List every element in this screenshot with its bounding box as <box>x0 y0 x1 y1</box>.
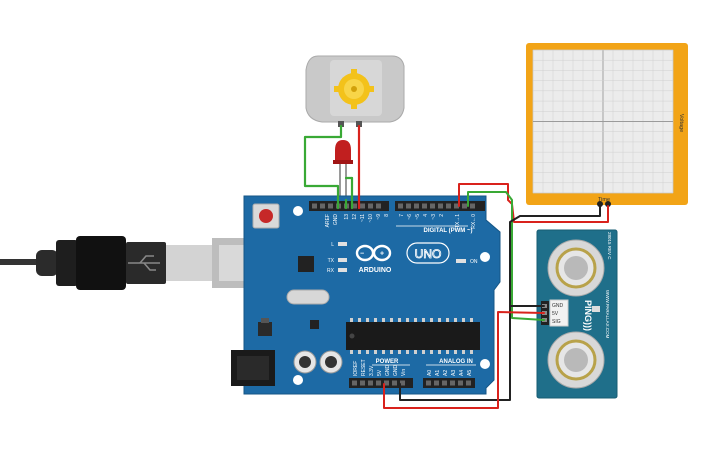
mounting-hole <box>293 375 303 385</box>
digital-pin-label-0: 13 <box>344 214 350 220</box>
ping-ultrasonic-sensor[interactable]: GND 5V SIG PING))) WWW.PARALLAX.COM 2801… <box>536 229 618 399</box>
red-led[interactable] <box>333 140 353 200</box>
digital-pin-label-3: ~10 <box>368 214 374 223</box>
sensor-pin-label-sig: SIG <box>552 319 561 325</box>
digital-pin-label-7: ~6 <box>407 214 413 220</box>
power-pin-label-4: GND <box>385 365 391 377</box>
sensor-model-code: 28015 REV C <box>607 232 612 260</box>
dc-motor[interactable] <box>305 55 405 127</box>
analog-pin-label-4: A4 <box>459 370 465 376</box>
digital-pin-label-6: 7 <box>399 214 405 217</box>
pin-label-aref: AREF <box>325 214 331 227</box>
digital-pin-label-9: 4 <box>423 214 429 217</box>
usb-cable[interactable] <box>0 236 270 290</box>
digital-pin-label-13: RX←0 <box>471 214 477 229</box>
arduino-infinity-logo-icon <box>355 244 392 262</box>
atmega-chip <box>346 322 480 350</box>
digital-header-label: DIGITAL (PWM ~) <box>424 228 473 234</box>
led-rx-indicator <box>338 268 347 272</box>
oscilloscope-y-label: Voltage <box>678 114 684 132</box>
pin-label-gnd: GND <box>333 214 339 226</box>
led-label-tx: TX <box>328 258 335 264</box>
digital-pin-label-10: ~3 <box>431 214 437 220</box>
oscilloscope[interactable]: Time Voltage <box>526 43 688 207</box>
power-header-label: POWER <box>376 359 399 365</box>
mounting-hole <box>480 359 490 369</box>
oscilloscope-x-label: Time <box>598 197 610 203</box>
wire-pin1-sensor-sig-green[interactable] <box>467 191 545 321</box>
wires <box>303 124 609 409</box>
oscilloscope-grid <box>532 49 674 194</box>
analog-pin-label-3: A3 <box>451 370 457 376</box>
led-l-indicator <box>338 242 347 246</box>
digital-pin-label-8: ~5 <box>415 214 421 220</box>
wire-5v-sensor-red[interactable] <box>383 311 545 409</box>
led-on-indicator <box>456 259 466 263</box>
power-pin-label-5: GND <box>393 365 399 377</box>
led-tx-indicator <box>338 258 347 262</box>
power-pin-label-3: 5V <box>377 369 383 376</box>
power-pin-label-1: RESET <box>361 359 367 376</box>
usb-chip <box>298 256 314 272</box>
ultrasonic-transducer-bottom <box>547 331 605 389</box>
ultrasonic-transducer-top <box>547 239 605 297</box>
svg-text:+: + <box>380 251 384 258</box>
wire-pin2-scope-red[interactable] <box>458 183 609 223</box>
wire-motor-gnd-green[interactable] <box>303 124 343 210</box>
sensor-pin-label-gnd: GND <box>552 303 564 309</box>
svg-text:−: − <box>360 251 364 258</box>
mounting-hole <box>293 206 303 216</box>
analog-pin-label-2: A2 <box>443 370 449 376</box>
capacitor <box>293 350 317 374</box>
analog-pin-label-5: A5 <box>467 370 473 376</box>
analog-pin-label-0: A0 <box>427 370 433 376</box>
crystal-oscillator <box>286 289 330 305</box>
sensor-name-label: PING))) <box>583 300 593 331</box>
power-header <box>349 378 413 388</box>
wire-scope-gnd-black[interactable] <box>399 205 601 401</box>
sensor-vendor-label: WWW.PARALLAX.COM <box>605 290 610 339</box>
analog-pin-label-1: A1 <box>435 370 441 376</box>
power-pin-label-0: IOREF <box>353 361 359 376</box>
sensor-pin-label-5v: 5V <box>552 311 559 317</box>
small-chip <box>310 320 319 329</box>
digital-pin-label-11: 2 <box>439 214 445 217</box>
digital-pin-label-1: 12 <box>352 214 358 220</box>
led-label-l: L <box>331 242 334 248</box>
digital-pin-label-2: ~11 <box>360 214 366 222</box>
digital-pin-label-12: TX→1 <box>455 214 461 228</box>
analog-header-label: ANALOG IN <box>439 359 473 365</box>
sensor-status-led <box>592 306 600 312</box>
uno-badge <box>406 242 450 264</box>
usb-symbol-icon <box>128 255 160 271</box>
led-label-on: ON <box>470 259 478 265</box>
uno-model-label: UNO <box>415 247 442 261</box>
led-label-rx: RX <box>327 268 335 274</box>
digital-pin-label-4: ~9 <box>376 214 382 220</box>
mounting-hole <box>480 252 490 262</box>
capacitor <box>319 350 343 374</box>
dc-power-jack[interactable] <box>231 350 275 386</box>
oscilloscope-probe-positive[interactable] <box>605 201 611 207</box>
digital-pin-label-5: 8 <box>384 214 390 217</box>
reset-button[interactable] <box>252 203 280 229</box>
oscilloscope-probe-negative[interactable] <box>597 201 603 207</box>
arduino-brand-label: ARDUINO <box>359 267 392 274</box>
power-pin-label-6: Vin <box>401 369 407 376</box>
analog-header <box>423 378 475 388</box>
voltage-regulator <box>258 322 272 336</box>
power-pin-label-2: 3.3V <box>369 365 375 376</box>
